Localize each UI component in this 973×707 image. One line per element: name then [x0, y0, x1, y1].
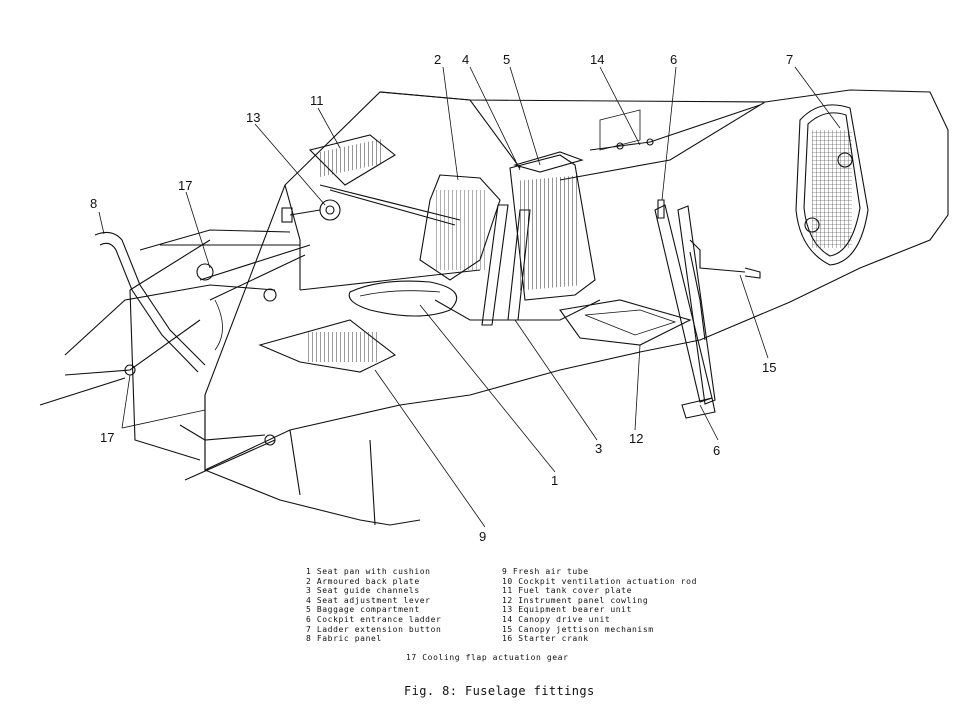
callout-numbers: 2 4 5 14 6 7 11 13 17 8 17 1 3 12 6 15 9 — [90, 52, 793, 544]
legend: 1 Seat pan with cushion 2 Armoured back … — [306, 567, 726, 673]
callout-17-top: 17 — [178, 178, 192, 193]
fuselage-shell — [129, 89, 949, 526]
canopy-jettison — [589, 104, 761, 151]
baggage-compartment — [509, 151, 596, 301]
callout-2: 2 — [434, 52, 441, 67]
legend-item: 9 Fresh air tube — [502, 567, 589, 576]
legend-item: 7 Ladder extension button — [306, 624, 442, 634]
legend-item: 11 Fuel tank cover plate — [502, 586, 632, 596]
legend-item: 2 Armoured back plate — [306, 576, 420, 586]
legend-right-column: 9 Fresh air tube 10 Cockpit ventilation … — [502, 567, 732, 644]
callout-11: 9 — [479, 529, 486, 544]
legend-item: 5 Baggage compartment — [306, 605, 420, 615]
legend-item: 4 Seat adjustment lever — [306, 595, 431, 605]
callout-9: 8 — [90, 196, 97, 211]
legend-item: 8 Fabric panel — [306, 634, 382, 644]
callout-16: 15 — [762, 360, 776, 375]
legend-item: 1 Seat pan with cushion — [306, 567, 431, 576]
legend-left-column: 1 Seat pan with cushion 2 Armoured back … — [306, 567, 496, 644]
callout-1: 1 — [551, 473, 558, 488]
legend-item: 16 Starter crank — [502, 634, 589, 644]
legend-item: 3 Seat guide channels — [306, 586, 420, 596]
legend-item: 6 Cockpit entrance ladder — [306, 614, 442, 624]
legend-item: 12 Instrument panel cowling — [502, 595, 649, 605]
callout-17-bottom: 17 — [100, 430, 114, 445]
fresh-air-tube — [94, 231, 206, 373]
callout-5: 5 — [503, 52, 510, 67]
equipment-bearer — [559, 299, 692, 346]
callout-6: 6 — [713, 443, 720, 458]
callout-14: 13 — [246, 110, 260, 125]
callout-4: 4 — [462, 52, 469, 67]
instrument-panel-cowling — [308, 134, 461, 226]
callout-8: 7 — [786, 52, 793, 67]
figure-caption: Fig. 8: Fuselage fittings — [404, 684, 595, 698]
cockpit-ladder — [654, 199, 716, 419]
cooling-flap-gear — [39, 244, 311, 481]
callout-7: 6 — [670, 52, 677, 67]
callout-13: 12 — [629, 431, 643, 446]
canopy-drive-unit — [281, 199, 341, 223]
fuel-tank-cover-plate — [258, 319, 397, 373]
legend-item-17: 17 Cooling flap actuation gear — [406, 653, 569, 662]
leader-lines — [98, 66, 841, 528]
callout-12: 11 — [310, 93, 324, 108]
starter-crank — [689, 239, 761, 279]
fabric-panel — [795, 104, 869, 266]
legend-item: 15 Canopy jettison mechanism — [502, 624, 654, 634]
callout-3: 3 — [595, 441, 602, 456]
legend-item: 14 Canopy drive unit — [502, 614, 611, 624]
seat-assembly — [348, 174, 601, 326]
legend-item: 10 Cockpit ventilation actuation rod — [502, 576, 697, 586]
legend-item: 13 Equipment bearer unit — [502, 605, 632, 615]
callout-15: 14 — [590, 52, 604, 67]
